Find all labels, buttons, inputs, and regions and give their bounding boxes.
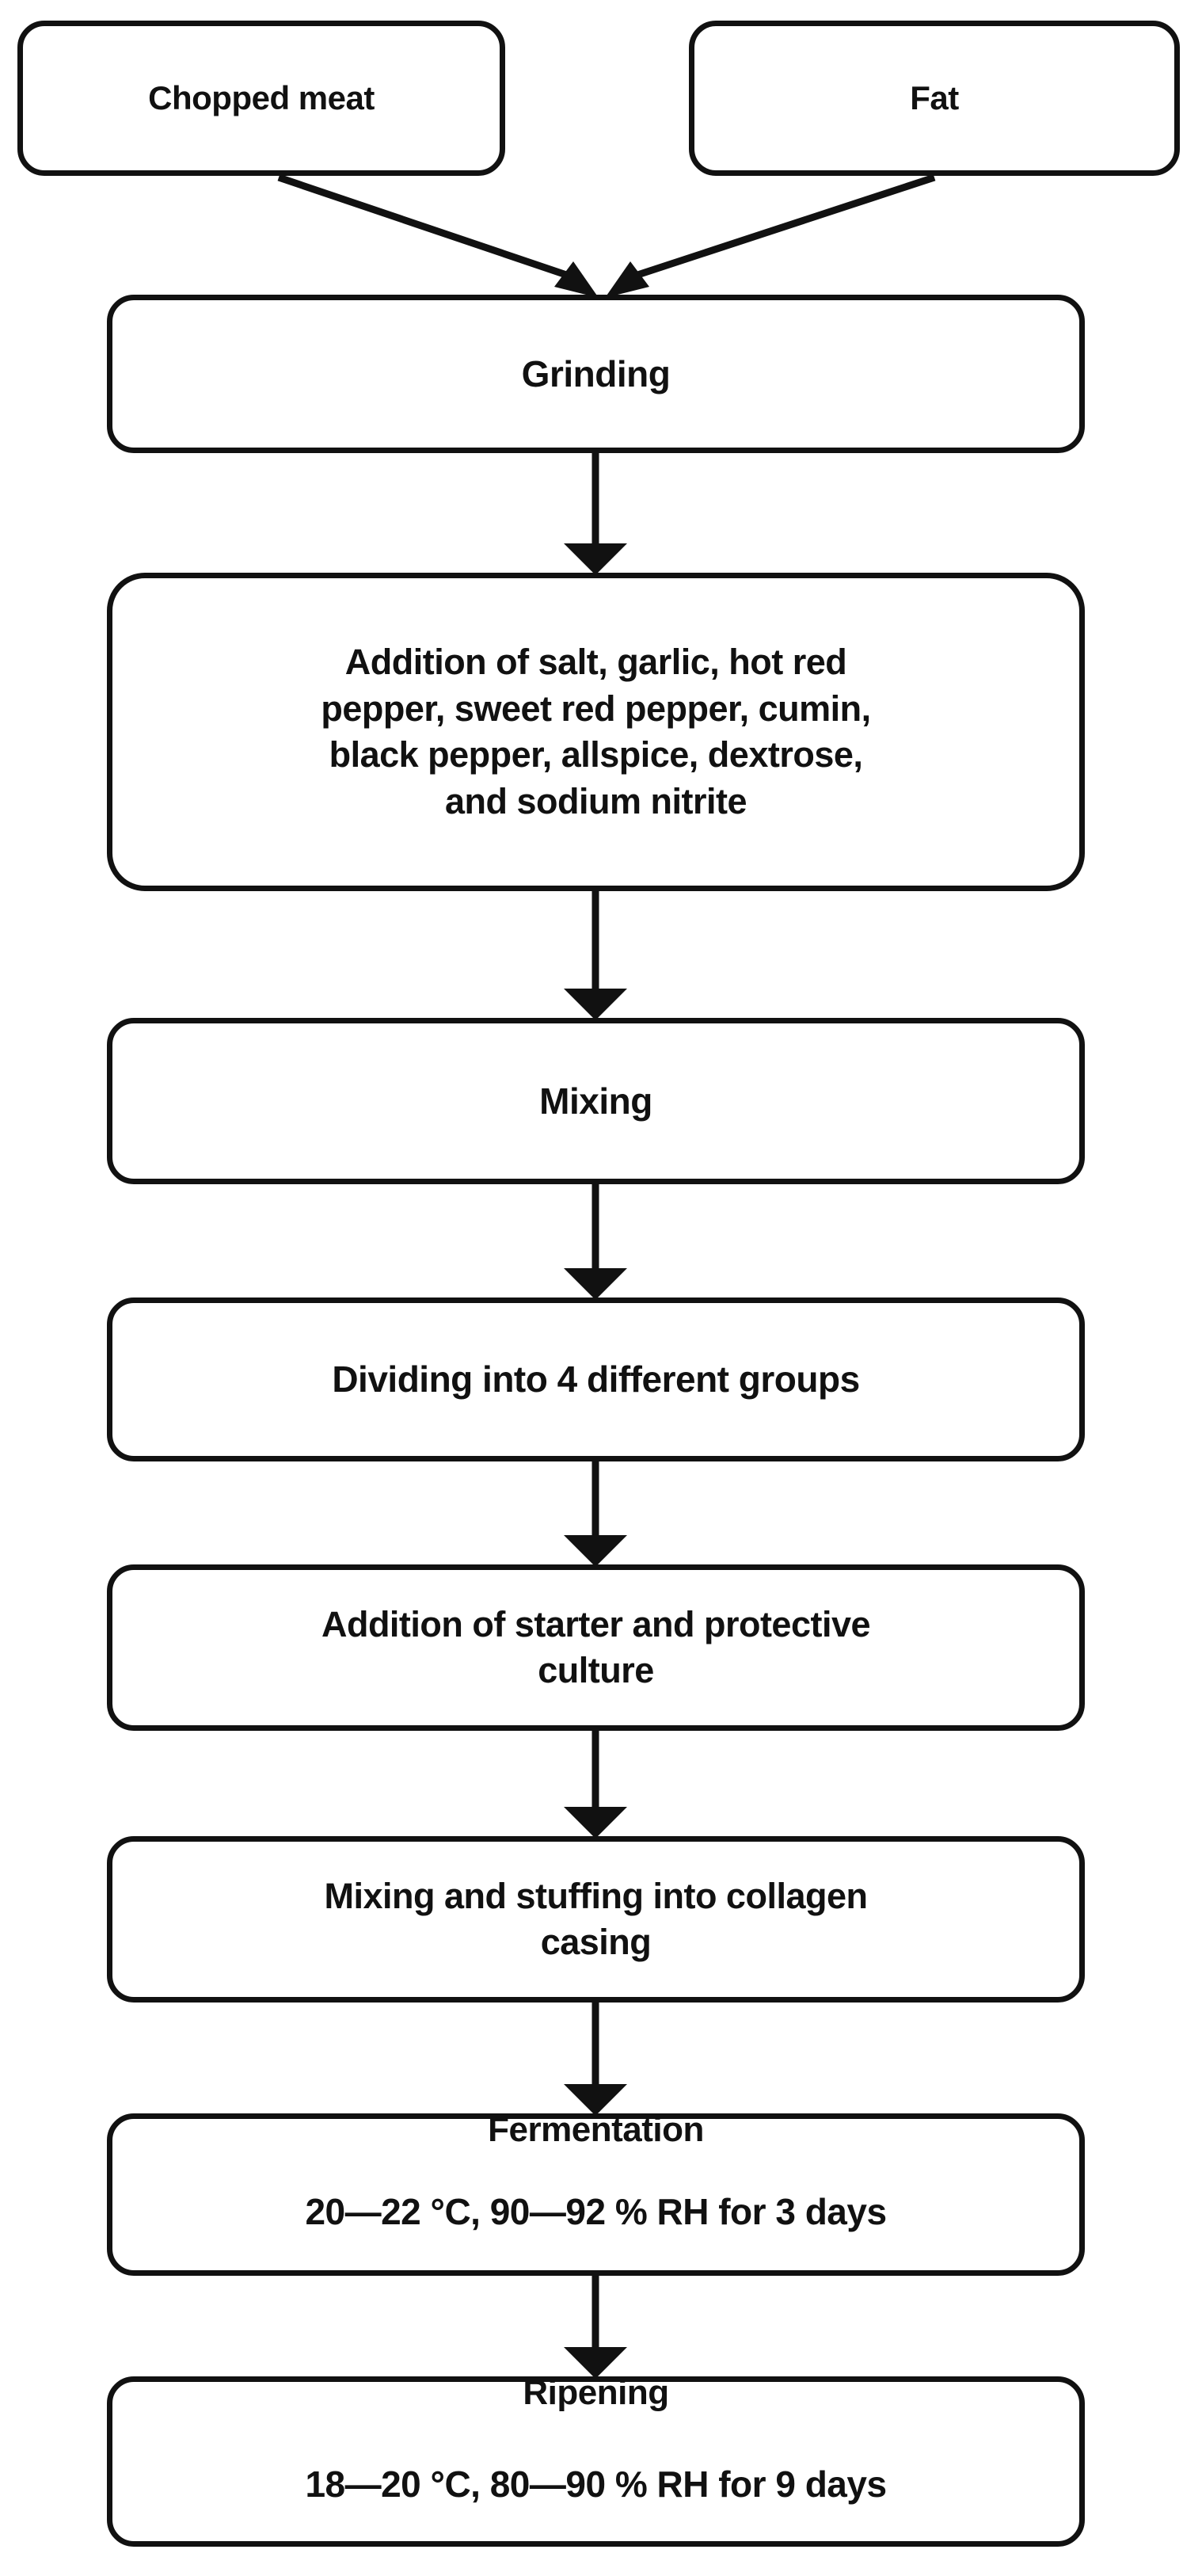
node-additives-label-line-3: black pepper, allspice, dextrose, xyxy=(329,734,863,775)
node-chopped-meat[interactable]: Chopped meat xyxy=(17,21,505,176)
node-mixing-label: Mixing xyxy=(539,1080,652,1122)
node-stuffing[interactable]: Mixing and stuffing into collagen casing xyxy=(107,1836,1085,2002)
node-additives[interactable]: Addition of salt, garlic, hot red pepper… xyxy=(107,573,1085,891)
node-fat-label: Fat xyxy=(910,79,959,117)
node-starter-label-line-2: culture xyxy=(538,1650,654,1690)
node-stuffing-label-line-2: casing xyxy=(540,1922,652,1962)
node-additives-label-line-4: and sodium nitrite xyxy=(444,780,747,821)
edge-stuffing-to-fermentation xyxy=(564,2002,627,2116)
node-fermentation[interactable]: Fermentation 20—22 °C, 90—92 % RH for 3 … xyxy=(107,2113,1085,2276)
node-stuffing-label-line-1: Mixing and stuffing into collagen xyxy=(324,1876,868,1917)
node-starter-label-line-1: Addition of starter and protective xyxy=(321,1604,871,1645)
node-additives-label-line-1: Addition of salt, garlic, hot red xyxy=(344,642,847,682)
node-mixing[interactable]: Mixing xyxy=(107,1018,1085,1184)
edge-dividing-to-starter xyxy=(564,1461,627,1567)
node-additives-label-line-2: pepper, sweet red pepper, cumin, xyxy=(321,688,871,729)
node-ripening-heading: Ripening xyxy=(523,2376,669,2412)
edge-fat-to-grinding xyxy=(605,173,936,298)
edge-mixing-to-dividing xyxy=(564,1184,627,1300)
edge-fermentation-to-ripening xyxy=(564,2276,627,2379)
node-grinding[interactable]: Grinding xyxy=(107,295,1085,453)
node-grinding-label: Grinding xyxy=(521,352,671,394)
edge-chopped-meat-to-grinding xyxy=(277,173,599,298)
edge-starter-to-stuffing xyxy=(564,1731,627,1839)
node-chopped-meat-label: Chopped meat xyxy=(148,79,375,117)
node-starter[interactable]: Addition of starter and protective cultu… xyxy=(107,1564,1085,1731)
node-fermentation-conditions: 20—22 °C, 90—92 % RH for 3 days xyxy=(305,2191,887,2233)
node-ripening-conditions: 18—20 °C, 80—90 % RH for 9 days xyxy=(305,2464,887,2506)
node-fat[interactable]: Fat xyxy=(689,21,1180,176)
node-dividing[interactable]: Dividing into 4 different groups xyxy=(107,1298,1085,1461)
edge-additives-to-mixing xyxy=(564,891,627,1020)
node-dividing-label: Dividing into 4 different groups xyxy=(332,1358,860,1400)
edge-grinding-to-additives xyxy=(564,453,627,575)
node-ripening[interactable]: Ripening 18—20 °C, 80—90 % RH for 9 days xyxy=(107,2376,1085,2547)
node-fermentation-heading: Fermentation xyxy=(488,2113,704,2149)
